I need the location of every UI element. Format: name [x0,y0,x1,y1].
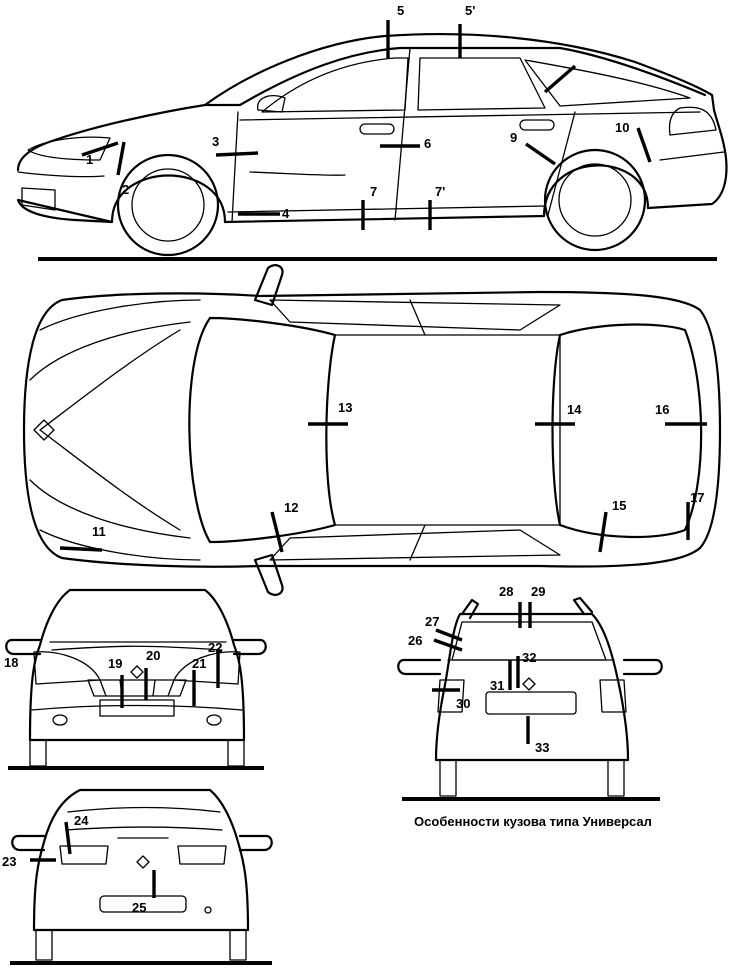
label-18: 18 [4,655,18,670]
label-7-prime: 7' [435,184,445,199]
label-20: 20 [146,648,160,663]
label-28: 28 [499,584,513,599]
label-11: 11 [92,524,106,539]
label-25: 25 [132,900,146,915]
label-32: 32 [522,650,536,665]
front-view: 18 19 20 21 22 [4,588,267,770]
label-19: 19 [108,656,122,671]
label-23: 23 [2,854,16,869]
label-5: 5 [397,3,404,18]
label-10: 10 [615,120,629,135]
label-16: 16 [655,402,669,417]
label-15: 15 [612,498,626,513]
label-9: 9 [510,130,517,145]
wagon-caption: Особенности кузова типа Универсал [414,814,652,829]
label-17: 17 [690,490,704,505]
side-view: 1 2 3 4 5 5' 6 7 7' 9 10 [16,3,728,261]
label-33: 33 [535,740,549,755]
label-2: 2 [122,182,129,197]
wagon-rear-view: 28 29 27 26 32 31 30 33 [397,584,663,801]
label-13: 13 [338,400,352,415]
rear-view: 24 23 25 [2,788,273,965]
label-14: 14 [567,402,582,417]
label-31: 31 [490,678,504,693]
label-27: 27 [425,614,439,629]
label-4: 4 [282,206,290,221]
label-24: 24 [74,813,89,828]
top-view: 11 12 13 14 16 15 17 [22,264,722,596]
label-7: 7 [370,184,377,199]
label-29: 29 [531,584,545,599]
label-1: 1 [86,152,93,167]
label-12: 12 [284,500,298,515]
label-3: 3 [212,134,219,149]
label-5-prime: 5' [465,3,475,18]
label-6: 6 [424,136,431,151]
label-26: 26 [408,633,422,648]
label-30: 30 [456,696,470,711]
label-21: 21 [192,656,206,671]
label-22: 22 [208,640,222,655]
